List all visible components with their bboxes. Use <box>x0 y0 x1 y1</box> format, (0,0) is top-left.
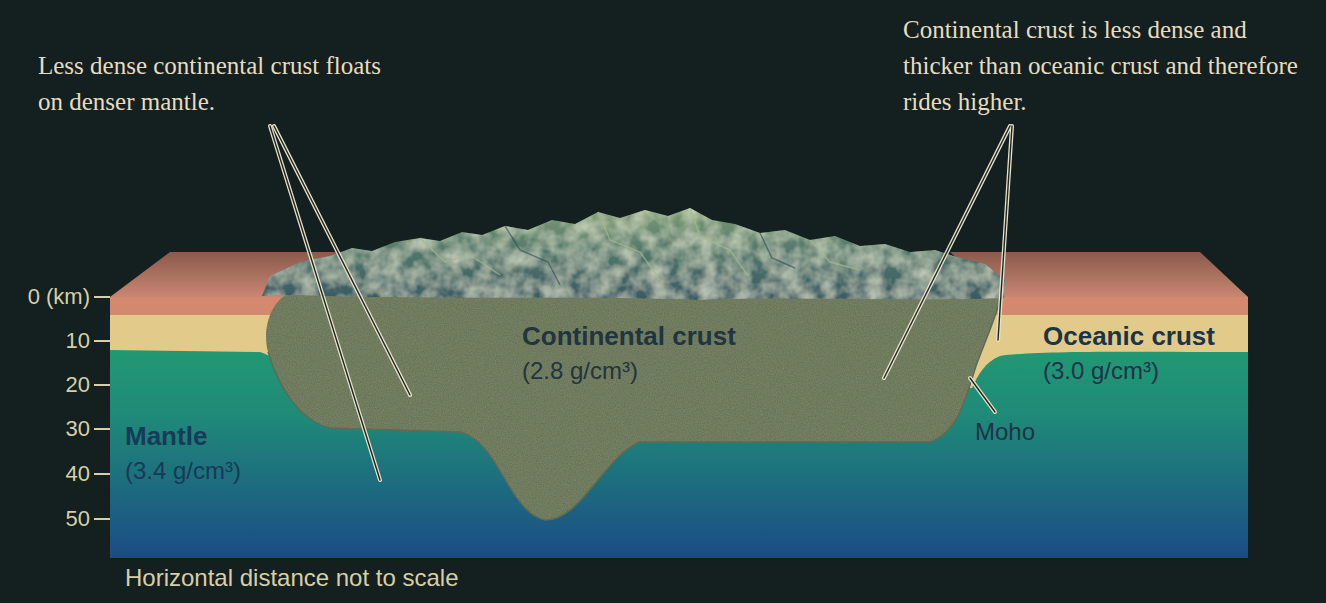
depth-tick: 30 <box>66 416 90 442</box>
depth-axis-label: 0 (km) <box>28 284 90 310</box>
depth-tick: 20 <box>66 372 90 398</box>
callout-note: Continental crust is less dense and thic… <box>903 12 1315 120</box>
region-name: Continental crust <box>522 318 736 354</box>
region-label: Continental crust(2.8 g/cm³) <box>522 318 736 388</box>
region-label: Oceanic crust(3.0 g/cm³) <box>1043 318 1215 388</box>
scale-note: Horizontal distance not to scale <box>125 563 459 593</box>
depth-tick: 40 <box>66 461 90 487</box>
density-value: (2.8 g/cm³) <box>522 354 736 388</box>
region-name: Mantle <box>125 418 241 454</box>
region-label: Mantle(3.4 g/cm³) <box>125 418 241 488</box>
moho-label: Moho <box>975 417 1035 447</box>
callout-note: Less dense continental crust floats on d… <box>38 48 410 120</box>
depth-tick: 10 <box>66 328 90 354</box>
density-value: (3.4 g/cm³) <box>125 454 241 488</box>
region-name: Oceanic crust <box>1043 318 1215 354</box>
depth-tick: 50 <box>66 506 90 532</box>
density-value: (3.0 g/cm³) <box>1043 354 1215 388</box>
